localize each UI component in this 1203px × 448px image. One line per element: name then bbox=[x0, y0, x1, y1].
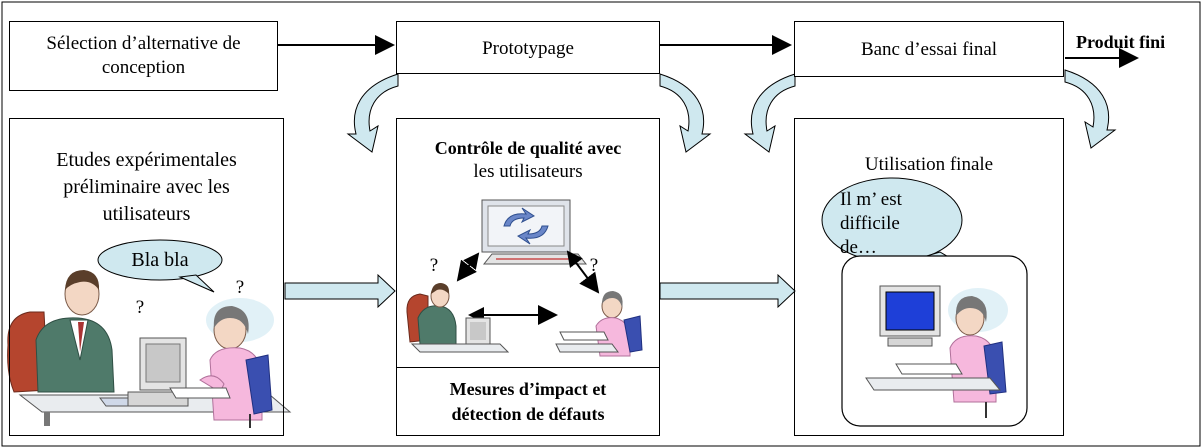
controle-title-line1: Contrôle de qualité avec bbox=[434, 138, 622, 158]
controle-question-right: ? bbox=[589, 255, 599, 276]
etudes-question: ? bbox=[135, 297, 145, 318]
curved-arrow-banc-left bbox=[743, 73, 796, 153]
block-arrow-etudes-to-controle bbox=[284, 273, 396, 309]
controle-illustration bbox=[406, 199, 643, 357]
etudes-title: Etudes expérimentales préliminaire avec … bbox=[56, 149, 237, 225]
prototypage-box: Prototypage bbox=[396, 21, 660, 74]
etudes-illustration bbox=[7, 239, 292, 428]
controle-title-line2: les utilisateurs bbox=[473, 161, 583, 182]
utilisation-illustration bbox=[821, 177, 1028, 427]
banc-label: Banc d’essai final bbox=[860, 39, 998, 60]
utilisation-panel: Utilisation finale bbox=[794, 118, 1064, 436]
prototypage-label: Prototypage bbox=[482, 38, 574, 59]
etudes-question-2: ? bbox=[235, 277, 245, 298]
selection-label: Sélection d’alternative de conception bbox=[46, 33, 241, 78]
selection-box: Sélection d’alternative de conception bbox=[9, 21, 278, 91]
controle-question-left: ? bbox=[429, 255, 439, 276]
utilisation-title: Utilisation finale bbox=[864, 154, 994, 175]
etudes-speech-bubble bbox=[97, 239, 223, 281]
curved-arrow-banc-right bbox=[1064, 69, 1117, 149]
controle-panel: Contrôle de qualité avec les utilisateur… bbox=[396, 118, 660, 436]
curved-arrow-proto-left bbox=[346, 73, 399, 153]
produit-fini-label: Produit fini bbox=[1076, 32, 1166, 52]
utilisation-bubble-text: Il m’ est difficile de… bbox=[840, 189, 902, 258]
mesures-label: Mesures d’impact et détection de défauts bbox=[449, 379, 607, 424]
banc-box: Banc d’essai final bbox=[794, 21, 1064, 77]
block-arrow-controle-to-utilisation bbox=[659, 273, 796, 309]
etudes-panel: Etudes expérimentales préliminaire avec … bbox=[9, 118, 284, 436]
mesures-section: Mesures d’impact et détection de défauts bbox=[397, 367, 659, 435]
curved-arrow-proto-right bbox=[659, 73, 712, 153]
etudes-bubble-text: Bla bla bbox=[131, 249, 189, 271]
